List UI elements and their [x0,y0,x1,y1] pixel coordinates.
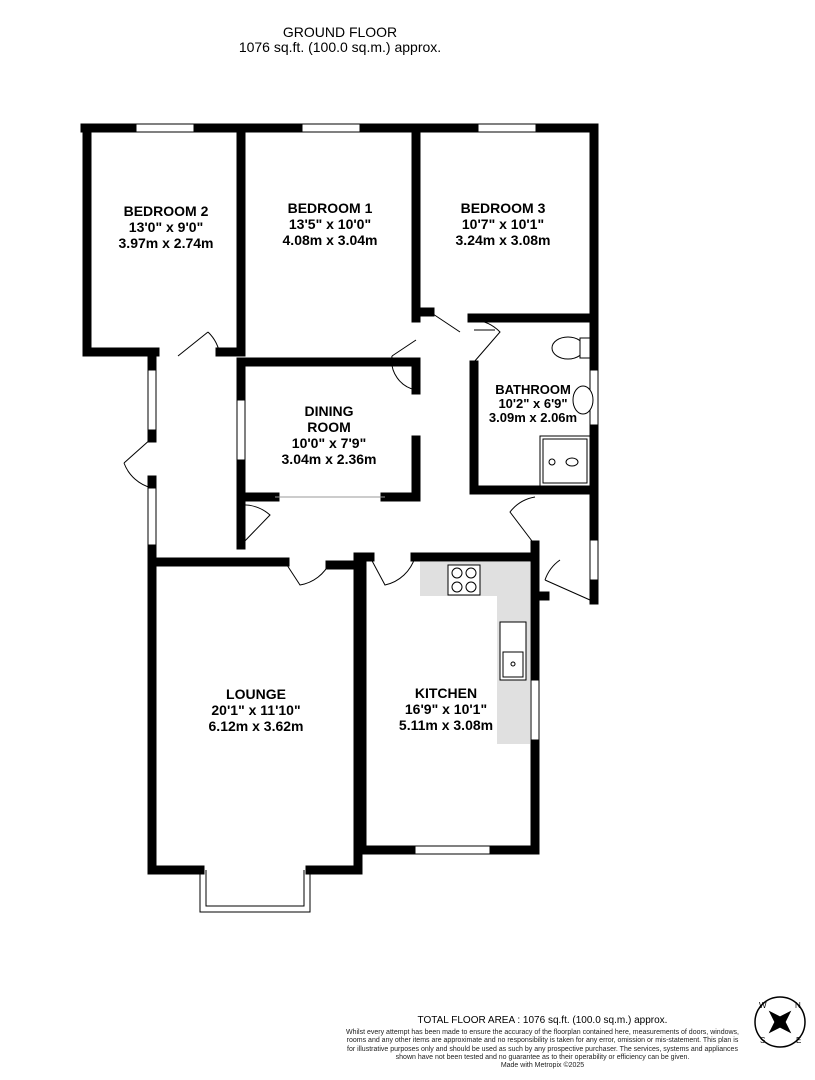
svg-text:W: W [759,1001,767,1010]
toilet-icon [551,336,591,360]
svg-text:N: N [795,1001,801,1010]
basin-icon [572,385,594,415]
sink-icon [499,621,527,681]
hob-icon [447,564,481,596]
windows [135,123,599,913]
compass-icon: N E S W [754,996,806,1048]
floor-title: GROUND FLOOR [282,24,398,40]
svg-text:E: E [796,1036,801,1045]
doors [123,311,591,601]
walls [80,123,599,875]
fixtures [447,336,594,681]
disclaimer: Whilst every attempt has been made to en… [346,1029,739,1070]
total-floor-area: TOTAL FLOOR AREA : 1076 sq.ft. (100.0 sq… [417,1015,668,1026]
floor-area: 1076 sq.ft. (100.0 sq.m.) approx. [238,39,442,55]
svg-text:S: S [760,1036,765,1045]
made-with: Made with Metropix ©2025 [500,1062,585,1070]
shower-icon [539,435,591,487]
